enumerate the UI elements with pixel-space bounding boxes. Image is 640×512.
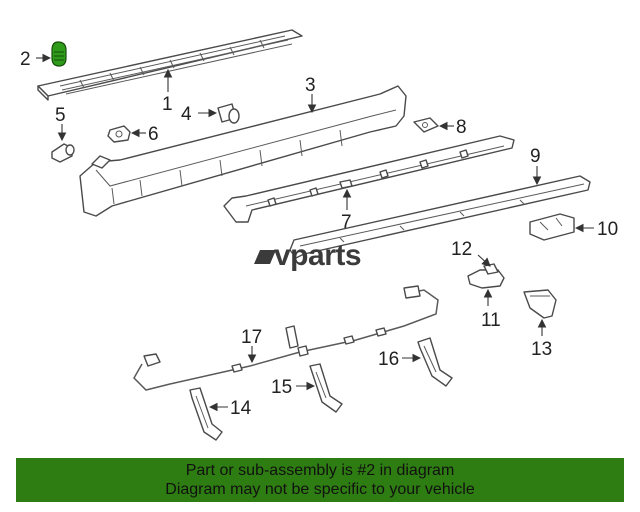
callout-13: 13 (531, 339, 552, 360)
watermark-text: vparts (274, 239, 361, 272)
part-6-retainer (107, 125, 131, 143)
banner-line-2: Diagram may not be specific to your vehi… (165, 481, 475, 498)
part-1-step-board (37, 29, 303, 101)
banner-line-1: Part or sub-assembly is #2 in diagram (185, 462, 455, 479)
callout-8: 8 (456, 117, 467, 138)
part-4-push-clip (217, 103, 240, 124)
part-13-cover (523, 289, 557, 319)
callout-14: 14 (230, 398, 252, 419)
part-9-reinforcement (289, 175, 591, 259)
part-16-bracket (417, 337, 453, 387)
part-14-bracket (189, 387, 223, 441)
callout-7: 7 (341, 212, 352, 233)
part-7-bracket-rail (223, 135, 515, 223)
info-banner: Part or sub-assembly is #2 in diagram Di… (16, 458, 624, 502)
callout-6: 6 (148, 124, 159, 145)
callout-16: 16 (378, 349, 399, 370)
watermark-logo: vparts (254, 239, 362, 272)
part-3-rocker-moulding (79, 85, 407, 217)
callout-10: 10 (597, 219, 618, 240)
part-10-end-bracket (529, 213, 575, 241)
callout-3: 3 (305, 75, 316, 96)
callout-11: 11 (481, 310, 501, 331)
leader-12 (477, 254, 491, 267)
part-5-clip (51, 143, 75, 163)
part-8-small-bracket (413, 117, 439, 133)
part-15-bracket (309, 363, 343, 413)
part-2-clip (51, 41, 67, 67)
callout-17: 17 (241, 327, 262, 348)
callout-15: 15 (271, 377, 292, 398)
callout-9: 9 (530, 146, 541, 167)
callout-12: 12 (451, 239, 472, 260)
callout-5: 5 (55, 105, 66, 126)
part-11-sensor (467, 263, 505, 289)
part-17-wire-harness (133, 285, 439, 391)
callout-4: 4 (181, 104, 192, 125)
callout-1: 1 (162, 94, 173, 115)
callout-2: 2 (20, 49, 31, 70)
